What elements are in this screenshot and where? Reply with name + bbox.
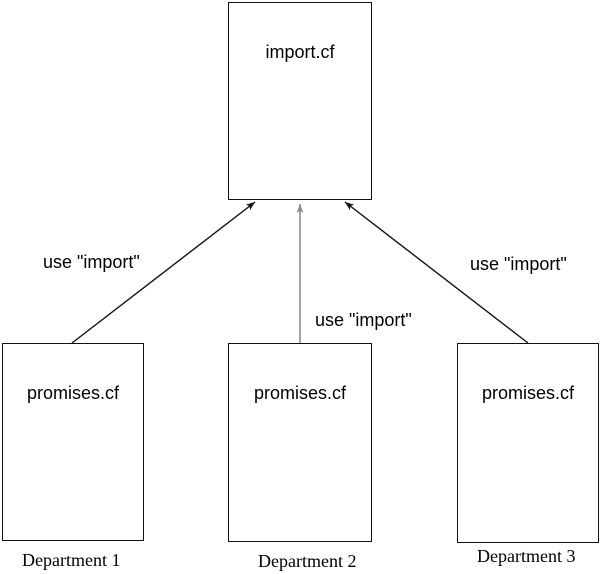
- caption-department-2: Department 2: [258, 551, 357, 571]
- node-promises-cf-dept1-label: promises.cf: [26, 383, 120, 403]
- node-promises-cf-dept2-label: promises.cf: [253, 383, 347, 403]
- arrow-dept3-to-import: [344, 201, 529, 344]
- caption-department-3: Department 3: [477, 546, 576, 566]
- node-import-cf-label: import.cf: [265, 42, 335, 62]
- node-promises-cf-dept3: promises.cf: [457, 343, 599, 543]
- caption-department-1: Department 1: [22, 550, 121, 570]
- node-promises-cf-dept3-label: promises.cf: [481, 383, 575, 403]
- node-promises-cf-dept2: promises.cf: [228, 343, 372, 542]
- node-promises-cf-dept1: promises.cf: [2, 343, 144, 541]
- edge-label-use-import-1: use "import": [43, 252, 140, 272]
- edge-label-use-import-2: use "import": [315, 310, 412, 330]
- edge-label-use-import-3: use "import": [470, 254, 567, 274]
- node-import-cf: import.cf: [228, 2, 372, 200]
- arrow-dept1-to-import: [71, 201, 256, 344]
